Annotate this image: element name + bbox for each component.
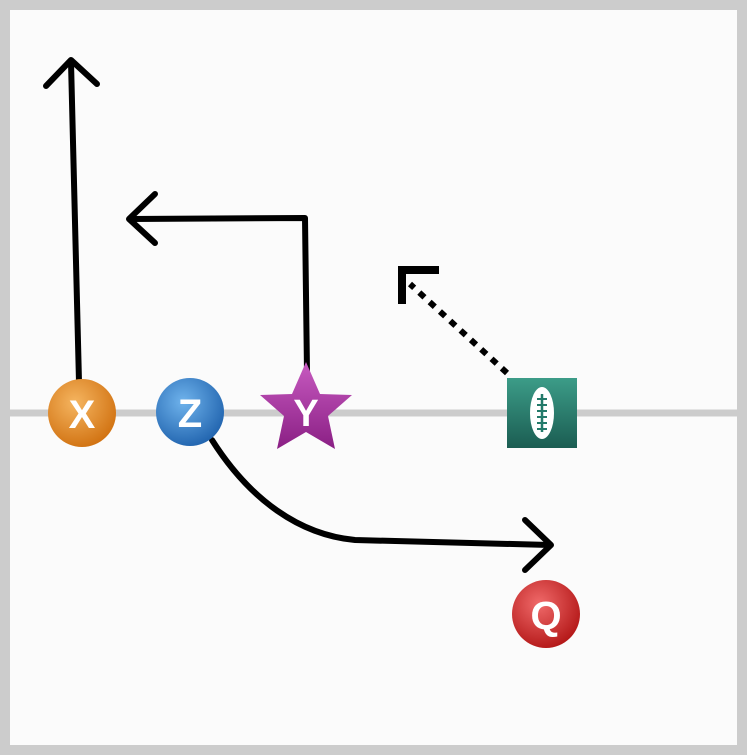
y-route-arrowhead [126, 191, 158, 246]
center-route-arrowhead [398, 266, 439, 304]
player-q-label: Q [530, 594, 561, 638]
player-z-label: Z [178, 392, 202, 436]
player-q-marker [512, 580, 580, 648]
football-icon [530, 387, 554, 439]
player-y-star [260, 362, 352, 449]
x-route-arrowhead [43, 57, 100, 89]
player-y-label: Y [293, 393, 318, 435]
player-x-label: X [69, 393, 96, 437]
player-x: X [48, 379, 116, 447]
player-z: Z [156, 378, 224, 446]
player-z-marker [156, 378, 224, 446]
player-y: Y [260, 362, 352, 449]
player-q: Q [512, 580, 580, 648]
player-x-marker [48, 379, 116, 447]
x-route [43, 57, 100, 385]
player-center [507, 378, 577, 448]
z-route [209, 437, 554, 573]
y-route [126, 191, 310, 375]
center-route [398, 266, 510, 376]
z-route-arrowhead [522, 517, 554, 573]
